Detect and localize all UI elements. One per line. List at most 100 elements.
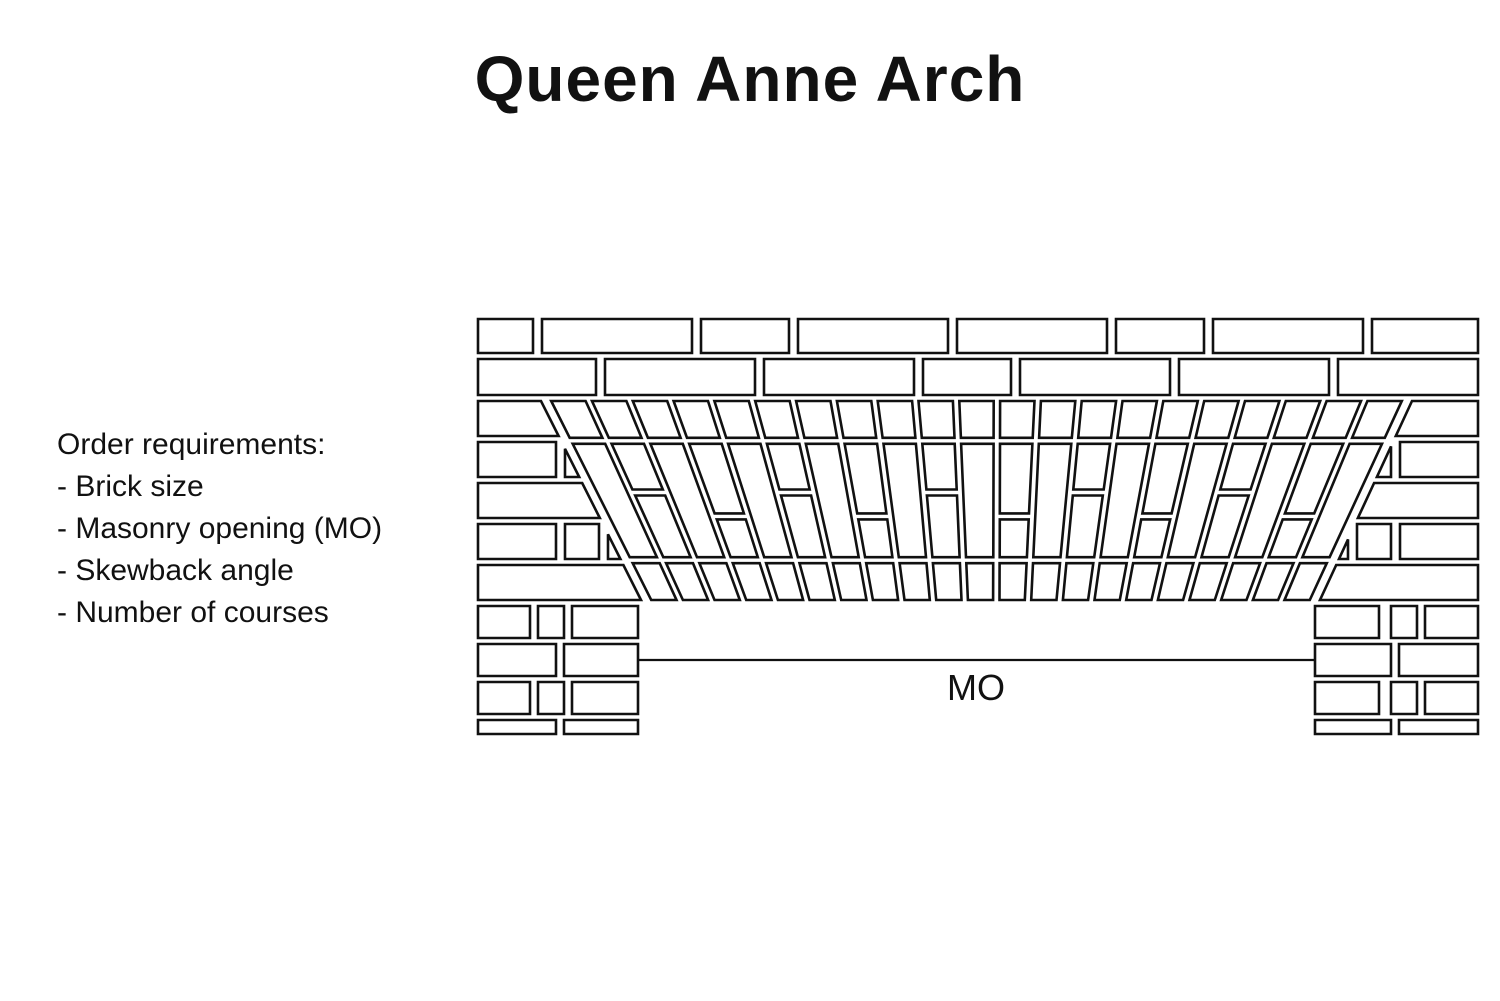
brick: [1233, 442, 1307, 559]
brick: [714, 518, 760, 559]
brick: [570, 442, 659, 559]
brick: [843, 442, 888, 515]
brick: [831, 561, 869, 602]
brickwork: [476, 317, 1480, 736]
brick: [1266, 518, 1314, 559]
brick: [1313, 604, 1381, 640]
brick: [762, 357, 916, 397]
brick: [1398, 440, 1480, 479]
brick: [998, 561, 1028, 602]
brick: [664, 561, 711, 602]
brick: [1061, 561, 1095, 602]
page-title: Queen Anne Arch: [474, 43, 1026, 115]
brick: [998, 399, 1036, 440]
brick: [764, 561, 805, 602]
brick: [797, 561, 837, 602]
brick: [998, 518, 1031, 559]
brick: [563, 522, 601, 561]
brick: [570, 680, 640, 716]
brick: [876, 399, 917, 440]
brick: [476, 563, 644, 602]
brick: [648, 442, 727, 559]
brick: [633, 494, 693, 559]
brick: [540, 317, 694, 355]
brick: [898, 561, 932, 602]
mo-dimension-label: MO: [947, 667, 1005, 708]
brick: [609, 442, 665, 491]
brick: [476, 399, 561, 438]
brick: [1370, 317, 1480, 355]
brick: [1313, 718, 1393, 736]
brick: [964, 561, 995, 602]
brick: [1311, 399, 1363, 440]
brick: [864, 561, 900, 602]
brick: [917, 399, 956, 440]
brick: [1037, 399, 1077, 440]
brick: [1029, 561, 1062, 602]
requirement-item: - Masonry opening (MO): [57, 512, 383, 545]
brick: [1336, 357, 1480, 397]
brick: [699, 317, 791, 355]
brick: [589, 399, 644, 440]
brick: [1313, 642, 1393, 678]
brick: [794, 399, 839, 440]
brick: [955, 317, 1109, 355]
brick: [1389, 680, 1419, 716]
brick: [563, 448, 582, 479]
brick: [1232, 399, 1282, 440]
brick: [1251, 561, 1296, 602]
brick: [1313, 680, 1381, 716]
brick: [753, 399, 800, 440]
brick: [549, 399, 605, 440]
brick: [536, 680, 566, 716]
brick: [476, 604, 532, 640]
brick: [1336, 538, 1350, 561]
brick: [630, 399, 683, 440]
brick: [562, 642, 640, 678]
brick: [1300, 442, 1385, 559]
brick: [1350, 399, 1404, 440]
brick: [1031, 442, 1073, 559]
brick: [1124, 561, 1162, 602]
brick: [1393, 399, 1480, 438]
brick: [476, 680, 532, 716]
brick: [1355, 481, 1480, 520]
brick: [957, 399, 996, 440]
brick: [804, 442, 861, 559]
brick: [697, 561, 742, 602]
order-requirements: Order requirements: - Brick size - Mason…: [57, 424, 382, 634]
brick: [920, 442, 959, 491]
brick: [931, 561, 963, 602]
brick: [1115, 399, 1159, 440]
requirement-item: - Skewback angle: [57, 554, 294, 587]
brick: [1099, 442, 1151, 559]
brick: [765, 442, 812, 491]
brick: [925, 494, 961, 559]
brick: [779, 494, 827, 559]
brick: [1282, 561, 1329, 602]
brick: [1283, 442, 1346, 515]
brick: [1397, 642, 1480, 678]
brick: [1187, 561, 1229, 602]
brick: [476, 642, 558, 678]
brick: [1219, 561, 1262, 602]
brick: [562, 718, 640, 736]
requirement-item: - Brick size: [57, 470, 204, 503]
brick: [476, 357, 598, 397]
brick: [1389, 604, 1419, 640]
brick: [1193, 399, 1241, 440]
brick: [712, 399, 761, 440]
brick: [671, 399, 722, 440]
brick: [1177, 357, 1331, 397]
brick: [687, 442, 746, 515]
brick: [856, 518, 894, 559]
brick: [1166, 442, 1229, 559]
brick: [1132, 518, 1172, 559]
brick: [882, 442, 928, 559]
brick: [1156, 561, 1196, 602]
brick: [1317, 563, 1480, 602]
brick: [998, 442, 1034, 515]
brick: [1114, 317, 1206, 355]
